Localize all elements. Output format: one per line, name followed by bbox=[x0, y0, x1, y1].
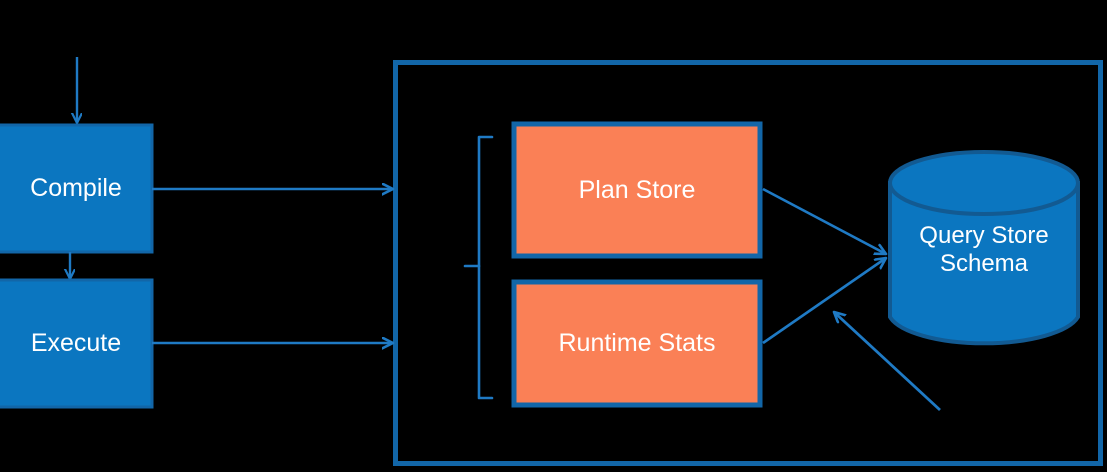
stores-bracket bbox=[477, 135, 494, 400]
node-query-store-schema-shape[interactable] bbox=[888, 150, 1080, 346]
node-execute-shape[interactable] bbox=[0, 278, 154, 409]
node-plan-store-shape[interactable] bbox=[511, 121, 763, 259]
connector-plan-store-to-schema bbox=[762, 187, 886, 254]
connector-runtime-stats-to-schema bbox=[762, 258, 886, 345]
connector-external-to-schema bbox=[834, 312, 941, 412]
node-compile-shape[interactable] bbox=[0, 123, 154, 254]
node-runtime-stats-shape[interactable] bbox=[511, 279, 763, 408]
query-store-boundary bbox=[393, 60, 1103, 466]
